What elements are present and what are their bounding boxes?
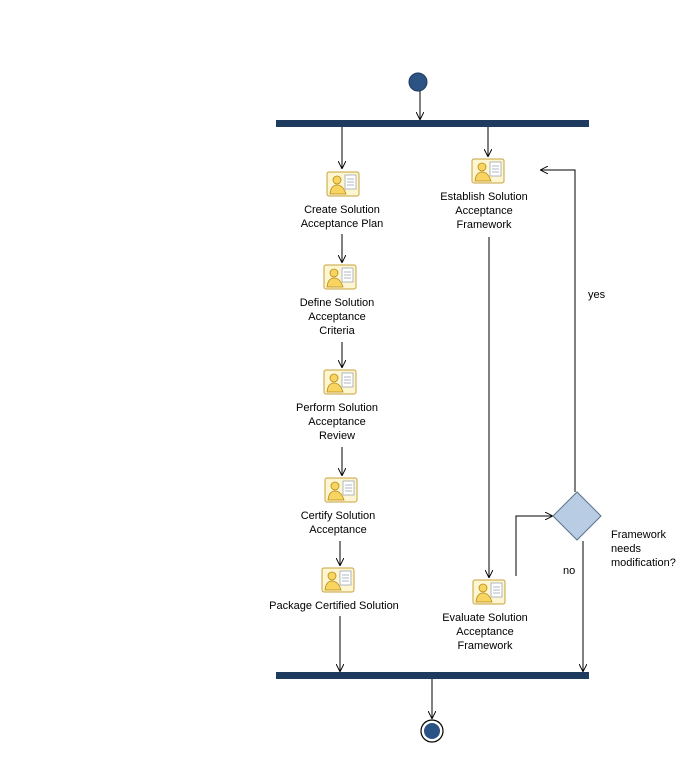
flow-evaluate-to-decision: [515, 516, 552, 576]
end-node: [424, 723, 440, 739]
activity-label-define-criteria: Define Solution Acceptance Criteria: [299, 297, 375, 337]
activity-icon-perform-review: [323, 369, 357, 395]
join-bar: [276, 672, 589, 679]
activity-icon-define-criteria: [323, 264, 357, 290]
activity-label-perform-review: Perform Solution Acceptance Review: [296, 402, 378, 442]
activity-icon-evaluate-framework: [472, 579, 506, 605]
activity-label-create-plan: Create Solution Acceptance Plan: [300, 204, 384, 230]
activity-icon-create-plan: [326, 171, 360, 197]
activity-label-certify: Certify Solution Acceptance: [300, 510, 376, 536]
decision-question-label: Framework needs modification?: [611, 529, 676, 569]
activity-label-package: Package Certified Solution: [269, 600, 399, 612]
start-node: [408, 72, 428, 92]
activity-icon-package: [321, 567, 355, 593]
activity-icon-certify: [324, 477, 358, 503]
flow-decision-yes: [541, 170, 576, 492]
no-guard-label: no: [563, 565, 576, 577]
activity-label-evaluate-framework: Evaluate Solution Acceptance Framework: [442, 612, 528, 652]
yes-guard-label: yes: [588, 289, 606, 301]
activity-label-establish-framework: Establish Solution Acceptance Framework: [440, 191, 528, 231]
decision-diamond: [552, 491, 602, 541]
fork-bar: [276, 120, 589, 127]
activity-icon-establish-framework: [471, 158, 505, 184]
